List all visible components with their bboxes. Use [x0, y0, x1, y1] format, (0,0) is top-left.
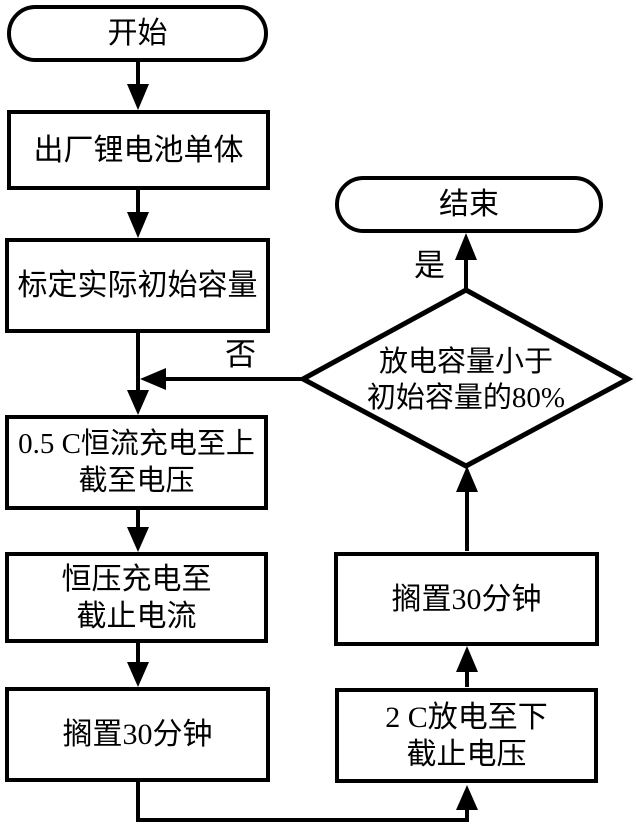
node-cc-charge-line2: 截至电压	[78, 464, 195, 497]
node-discharge: 2 C放电至下 截止电压	[335, 688, 598, 783]
arrow-decision-no-branch	[140, 368, 303, 390]
decision-diamond-shape	[297, 287, 634, 469]
node-calibrate-label: 标定实际初始容量	[17, 269, 258, 302]
decision-line2: 初始容量的80%	[366, 382, 566, 414]
arrow-calibrate-to-cc-charge	[127, 332, 149, 415]
node-rest-left-label: 搁置30分钟	[62, 718, 213, 751]
node-rest-right: 搁置30分钟	[334, 552, 599, 646]
connector-rest-left-to-discharge	[136, 781, 478, 822]
arrow-cc-to-cv-charge	[127, 509, 149, 552]
arrow-factory-to-calibrate	[127, 189, 149, 238]
node-rest-right-label: 搁置30分钟	[391, 582, 542, 616]
node-start: 开始	[7, 5, 268, 62]
node-cv-charge: 恒压充电至 截止电流	[5, 552, 268, 643]
node-cv-charge-line2: 截止电流	[76, 599, 197, 633]
node-factory-cell: 出厂锂电池单体	[7, 110, 270, 190]
decision-text: 放电容量小于 初始容量的80%	[316, 344, 616, 416]
arrow-discharge-to-rest-right	[456, 646, 478, 687]
branch-label-no: 否	[225, 337, 256, 372]
node-discharge-line1: 2 C放电至下	[385, 700, 548, 734]
arrow-cv-to-rest-left	[127, 642, 149, 687]
branch-label-yes: 是	[414, 248, 445, 283]
node-calibrate: 标定实际初始容量	[5, 238, 270, 333]
node-rest-left: 搁置30分钟	[5, 687, 270, 782]
node-cc-charge: 0.5 C恒流充电至上 截至电压	[5, 415, 268, 510]
node-end: 结束	[335, 176, 603, 233]
node-end-label: 结束	[439, 188, 499, 221]
node-cc-charge-line1: 0.5 C恒流充电至上	[18, 427, 255, 460]
node-factory-cell-label: 出厂锂电池单体	[33, 133, 244, 167]
arrow-decision-yes-to-end	[455, 233, 477, 289]
node-start-label: 开始	[107, 17, 168, 50]
decision-line1: 放电容量小于	[378, 346, 553, 378]
node-cv-charge-line1: 恒压充电至	[61, 562, 212, 596]
node-discharge-line2: 截止电压	[406, 737, 527, 771]
arrow-rest-right-to-decision	[456, 466, 478, 551]
arrow-start-to-factory	[127, 61, 149, 110]
